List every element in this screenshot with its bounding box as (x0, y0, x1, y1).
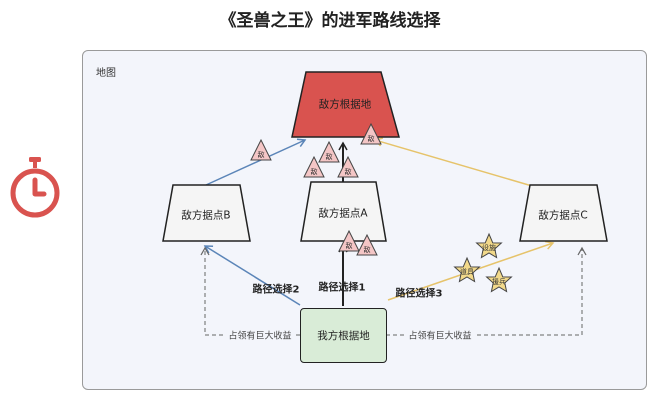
star-label: 道具 (460, 268, 474, 276)
enemy-triangle (303, 155, 325, 178)
star-reinforcement (485, 266, 513, 293)
page-title: 《圣兽之王》的进军路线选择 (219, 11, 441, 31)
enemy-triangle (318, 140, 340, 163)
map-label: 地图 (96, 68, 116, 79)
route-label-2: 路径选择2 (252, 284, 300, 296)
star-label: 设施 (482, 244, 496, 252)
star-item (453, 256, 481, 283)
enemy-marker: 敌 (367, 135, 375, 143)
edge-b-to-base (205, 138, 307, 186)
stronghold-b-shape (162, 184, 251, 242)
gain-label-left: 占领有巨大收益 (225, 328, 295, 342)
star-label: 援兵 (492, 278, 506, 286)
enemy-triangle (250, 138, 272, 161)
stronghold-c-shape (519, 184, 608, 242)
enemy-marker: 敌 (345, 242, 353, 250)
stopwatch-icon (8, 155, 62, 225)
edge-home-to-b (203, 245, 301, 306)
stronghold-a-label: 敌方据点A (318, 207, 368, 220)
route-label-1: 路径选择1 (318, 282, 366, 294)
enemy-triangle (338, 229, 360, 252)
enemy-base-label: 敌方根据地 (318, 98, 372, 111)
home-base-node: 我方根据地 (300, 308, 387, 363)
enemy-triangle (360, 122, 382, 145)
enemy-triangle (356, 233, 378, 256)
gain-label-right: 占领有巨大收益 (405, 328, 475, 342)
enemy-marker: 敌 (363, 246, 371, 254)
enemy-marker: 敌 (344, 168, 352, 176)
stronghold-c-label: 敌方据点C (538, 209, 588, 222)
star-facility (475, 232, 503, 259)
stronghold-b-label: 敌方据点B (181, 209, 231, 222)
stronghold-a-shape (300, 181, 387, 242)
route-label-3: 路径选择3 (395, 288, 443, 300)
enemy-marker: 敌 (325, 153, 333, 161)
enemy-triangle (337, 155, 359, 178)
enemy-marker: 敌 (257, 151, 265, 159)
edge-c-to-base (373, 137, 533, 188)
enemy-marker: 敌 (310, 168, 318, 176)
enemy-base-shape (291, 71, 400, 138)
